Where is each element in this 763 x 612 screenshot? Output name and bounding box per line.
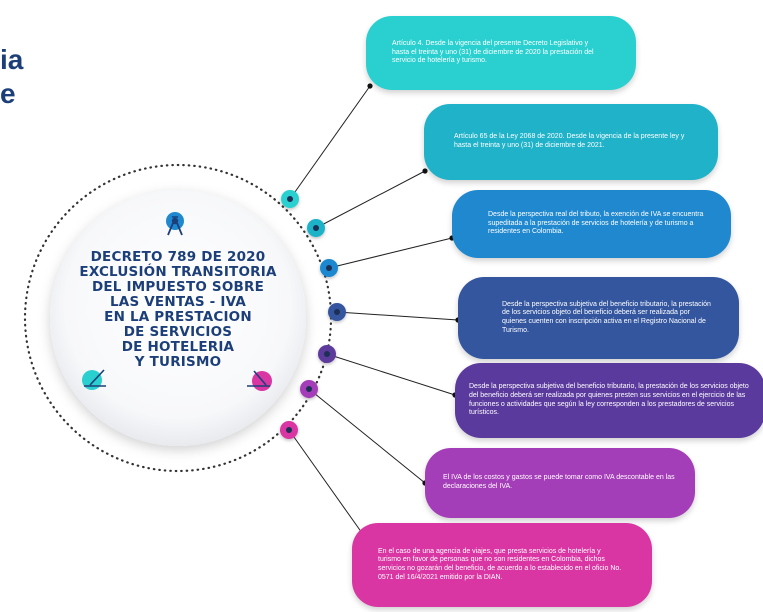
info-bubble-5: Desde la perspectiva subjetiva del benef… (455, 363, 763, 438)
info-bubble-text: El IVA de los costos y gastos se puede t… (443, 474, 675, 490)
info-bubble-2: Artículo 65 de la Ley 2068 de 2020. Desd… (424, 104, 718, 180)
info-bubble-6: El IVA de los costos y gastos se puede t… (425, 448, 695, 518)
compass-icon (82, 369, 106, 390)
center-title: DECRETO 789 DE 2020 EXCLUSIÓN TRANSITORI… (79, 249, 277, 370)
info-bubble-7: En el caso de una agencia de viajes, que… (352, 523, 652, 607)
ring-node-center (286, 427, 292, 433)
ring-node-center (334, 309, 340, 315)
ring-node-center (306, 386, 312, 392)
info-bubble-4: Desde la perspectiva subjetiva del benef… (458, 277, 739, 359)
center-circle (50, 190, 306, 446)
ring-node-center (326, 265, 332, 271)
connector-line (288, 429, 363, 534)
connector-end-dot (367, 83, 373, 89)
compass-icon (247, 370, 272, 391)
compass-icon (166, 212, 184, 236)
corner-fragment-1: ia (0, 44, 24, 75)
corner-fragment-2: e (0, 78, 16, 109)
connector-line (315, 170, 426, 229)
ring-node-center (324, 351, 330, 357)
connector-line (326, 353, 456, 396)
info-bubble-text: Desde la perspectiva subjetiva del benef… (469, 383, 749, 417)
ring-nodes (280, 190, 346, 439)
info-bubble-text: Artículo 65 de la Ley 2068 de 2020. Desd… (454, 133, 685, 149)
info-bubble-text: En el caso de una agencia de viajes, que… (378, 547, 622, 581)
info-bubble-text: Desde la perspectiva real del tributo, l… (488, 211, 704, 236)
connector-line (328, 237, 453, 269)
info-bubble-3: Desde la perspectiva real del tributo, l… (452, 190, 731, 258)
connector-line (336, 311, 459, 321)
info-bubble-text: Artículo 4. Desde la vigencia del presen… (392, 40, 594, 65)
connector-line (289, 85, 371, 200)
connector-line (308, 388, 426, 484)
ring-node-center (287, 196, 293, 202)
connector-end-dot (422, 168, 428, 174)
info-bubble-1: Artículo 4. Desde la vigencia del presen… (366, 16, 636, 90)
ring-node-center (313, 225, 319, 231)
info-bubble-text: Desde la perspectiva subjetiva del benef… (502, 300, 711, 334)
